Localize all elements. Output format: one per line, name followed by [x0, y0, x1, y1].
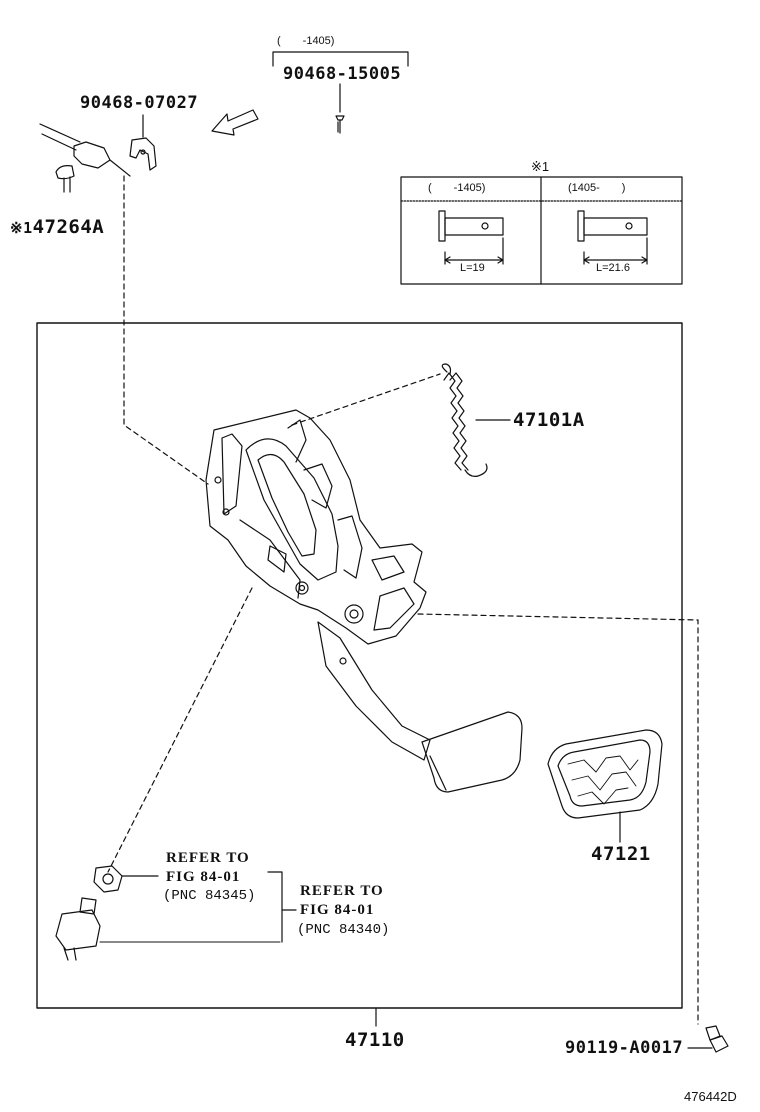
- note-col2-header: (1405- ): [568, 182, 626, 194]
- spring-47101A: [441, 363, 511, 477]
- note-marker: ※1: [10, 219, 33, 237]
- part-number-90468-15005[interactable]: 90468-15005: [283, 64, 402, 84]
- clip-90468-07027: [129, 137, 157, 171]
- dash-spring: [291, 373, 441, 426]
- note-col2-dimension: L=21.6: [596, 262, 630, 274]
- note-table-marker: ※1: [531, 159, 550, 174]
- pin-l21.6: [577, 210, 648, 265]
- refer-84340-line1: REFER TO: [300, 883, 384, 899]
- rod-with-stopper: [39, 123, 131, 193]
- note-col1-header: ( -1405): [428, 182, 486, 194]
- pedal-pad-47121: [547, 729, 663, 843]
- refer-84345-pnc: (PNC 84345): [163, 888, 256, 904]
- dash-stopper-to-pedal: [123, 175, 209, 485]
- part-number-text: 47264A: [32, 216, 105, 238]
- note-col1-dimension: L=19: [460, 262, 485, 274]
- range-label-15005: ( -1405): [277, 35, 335, 47]
- refer-84345-line2[interactable]: FIG 84-01: [166, 869, 241, 885]
- refer-84340-line2[interactable]: FIG 84-01: [300, 902, 375, 918]
- assembly-frame: [36, 322, 683, 1009]
- dash-bolt: [417, 613, 699, 1025]
- part-number-47110[interactable]: 47110: [345, 1029, 405, 1051]
- pin-l19: [438, 210, 504, 265]
- dash-switch: [107, 587, 253, 873]
- part-number-47121[interactable]: 47121: [591, 843, 651, 865]
- bolt-90119-A0017: [687, 1025, 729, 1053]
- part-number-90468-07027[interactable]: 90468-07027: [80, 93, 199, 113]
- stop-lamp-switch: [55, 865, 281, 961]
- range-bracket: [272, 51, 409, 67]
- refer-bracket-84345: [121, 871, 283, 943]
- part-number-47101A[interactable]: 47101A: [513, 409, 585, 431]
- brake-pedal-assembly: [205, 409, 523, 793]
- clip-90468-15005: [335, 115, 345, 134]
- refer-84345-line1: REFER TO: [166, 850, 250, 866]
- part-number-47264A[interactable]: ※147264A: [10, 218, 104, 237]
- note-table: [400, 176, 683, 285]
- refer-84340-pnc: (PNC 84340): [297, 922, 390, 938]
- direction-arrow: [211, 109, 259, 136]
- part-number-90119-A0017[interactable]: 90119-A0017: [565, 1038, 684, 1058]
- illustration-code: 476442D: [684, 1089, 737, 1104]
